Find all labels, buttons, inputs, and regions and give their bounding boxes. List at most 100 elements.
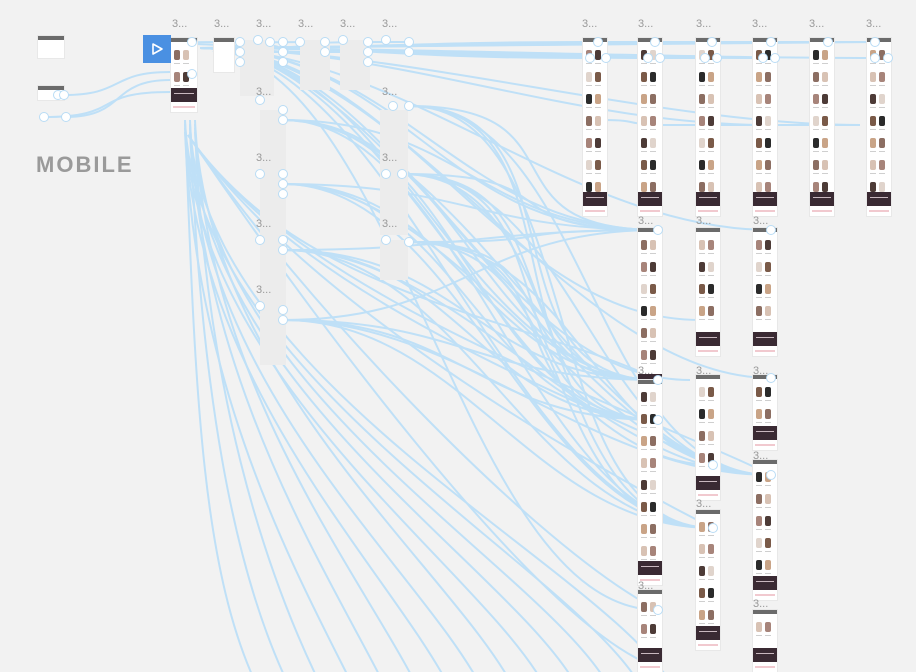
frame-title-17[interactable]: 3...: [256, 218, 272, 230]
connector-node-icon[interactable]: [707, 37, 717, 47]
frame-title-2[interactable]: 3...: [214, 18, 230, 30]
frame-title-4[interactable]: 3...: [298, 18, 314, 30]
connector-node-icon[interactable]: [187, 37, 197, 47]
connector-node-icon[interactable]: [39, 112, 49, 122]
connector-node-icon[interactable]: [708, 523, 718, 533]
connector-node-icon[interactable]: [770, 53, 780, 63]
connector-node-icon[interactable]: [404, 47, 414, 57]
frame-title-18[interactable]: 3...: [382, 218, 398, 230]
screen-frame-19[interactable]: [638, 590, 662, 672]
connector-node-icon[interactable]: [700, 53, 710, 63]
screen-frame-9[interactable]: [810, 38, 834, 216]
connector-node-icon[interactable]: [708, 460, 718, 470]
connector-node-icon[interactable]: [235, 37, 245, 47]
connector-node-icon[interactable]: [253, 35, 263, 45]
frame-title-9[interactable]: 3...: [696, 18, 712, 30]
connector-node-icon[interactable]: [397, 169, 407, 179]
connector-node-icon[interactable]: [593, 37, 603, 47]
frame-title-25[interactable]: 3...: [753, 365, 769, 377]
connector-node-icon[interactable]: [338, 35, 348, 45]
connector-node-icon[interactable]: [870, 53, 880, 63]
screen-frame-6[interactable]: [638, 38, 662, 216]
frame-title-14[interactable]: 3...: [382, 86, 398, 98]
connector-node-icon[interactable]: [320, 47, 330, 57]
frame-title-1[interactable]: 3...: [172, 18, 188, 30]
connector-node-icon[interactable]: [278, 169, 288, 179]
connector-node-icon[interactable]: [61, 112, 71, 122]
connector-node-icon[interactable]: [758, 53, 768, 63]
frame-title-6[interactable]: 3...: [382, 18, 398, 30]
connector-node-icon[interactable]: [601, 53, 611, 63]
connector-node-icon[interactable]: [278, 315, 288, 325]
connector-node-icon[interactable]: [653, 605, 663, 615]
connector-node-icon[interactable]: [712, 53, 722, 63]
screen-frame-15[interactable]: [696, 375, 720, 500]
connector-node-icon[interactable]: [870, 37, 880, 47]
frame-title-11[interactable]: 3...: [809, 18, 825, 30]
frame-title-19[interactable]: 3...: [256, 284, 272, 296]
connector-node-icon[interactable]: [255, 95, 265, 105]
connector-node-icon[interactable]: [255, 235, 265, 245]
connector-node-icon[interactable]: [278, 47, 288, 57]
connector-node-icon[interactable]: [643, 53, 653, 63]
frame-title-26[interactable]: 3...: [753, 450, 769, 462]
screen-frame-11[interactable]: [638, 228, 662, 398]
connector-node-icon[interactable]: [278, 57, 288, 67]
connector-node-icon[interactable]: [585, 53, 595, 63]
connector-node-icon[interactable]: [278, 37, 288, 47]
frame-title-3[interactable]: 3...: [256, 18, 272, 30]
connector-node-icon[interactable]: [320, 37, 330, 47]
screen-frame-5[interactable]: [583, 38, 607, 216]
screen-frame-17[interactable]: [753, 460, 777, 600]
connector-node-icon[interactable]: [766, 470, 776, 480]
screen-frame-14[interactable]: [638, 380, 662, 585]
frame-title-20[interactable]: 3...: [638, 215, 654, 227]
screen-frame-10[interactable]: [867, 38, 891, 216]
connector-node-icon[interactable]: [653, 375, 663, 385]
connector-node-icon[interactable]: [278, 189, 288, 199]
frame-title-16[interactable]: 3...: [382, 152, 398, 164]
connector-node-icon[interactable]: [766, 225, 776, 235]
connector-node-icon[interactable]: [883, 53, 893, 63]
frame-title-27[interactable]: 3...: [696, 498, 712, 510]
connector-node-icon[interactable]: [255, 301, 265, 311]
connector-node-icon[interactable]: [295, 37, 305, 47]
frame-title-21[interactable]: 3...: [696, 215, 712, 227]
frame-title-24[interactable]: 3...: [696, 365, 712, 377]
connector-node-icon[interactable]: [363, 57, 373, 67]
screen-frame-16[interactable]: [753, 375, 777, 450]
screen-frame-1[interactable]: [38, 36, 64, 58]
connector-node-icon[interactable]: [404, 237, 414, 247]
connector-node-icon[interactable]: [766, 37, 776, 47]
frame-title-15[interactable]: 3...: [256, 152, 272, 164]
connector-node-icon[interactable]: [255, 169, 265, 179]
connector-node-icon[interactable]: [278, 235, 288, 245]
frame-title-29[interactable]: 3...: [753, 598, 769, 610]
connector-node-icon[interactable]: [381, 35, 391, 45]
connector-node-icon[interactable]: [278, 245, 288, 255]
connector-node-icon[interactable]: [653, 225, 663, 235]
connector-node-icon[interactable]: [278, 115, 288, 125]
frame-title-10[interactable]: 3...: [752, 18, 768, 30]
connector-node-icon[interactable]: [388, 101, 398, 111]
connector-node-icon[interactable]: [278, 305, 288, 315]
screen-frame-7[interactable]: [696, 38, 720, 216]
screen-frame-4[interactable]: [214, 38, 234, 72]
connector-node-icon[interactable]: [766, 373, 776, 383]
connector-node-icon[interactable]: [650, 37, 660, 47]
connector-node-icon[interactable]: [653, 415, 663, 425]
connector-node-icon[interactable]: [278, 105, 288, 115]
connector-node-icon[interactable]: [363, 37, 373, 47]
connector-node-icon[interactable]: [381, 169, 391, 179]
connector-node-icon[interactable]: [265, 37, 275, 47]
frame-title-23[interactable]: 3...: [638, 365, 654, 377]
connector-node-icon[interactable]: [823, 37, 833, 47]
connector-node-icon[interactable]: [363, 47, 373, 57]
connector-node-icon[interactable]: [655, 53, 665, 63]
frame-title-28[interactable]: 3...: [638, 580, 654, 592]
connector-node-icon[interactable]: [59, 90, 69, 100]
screen-frame-20[interactable]: [753, 610, 777, 672]
connector-node-icon[interactable]: [381, 235, 391, 245]
connector-node-icon[interactable]: [235, 57, 245, 67]
